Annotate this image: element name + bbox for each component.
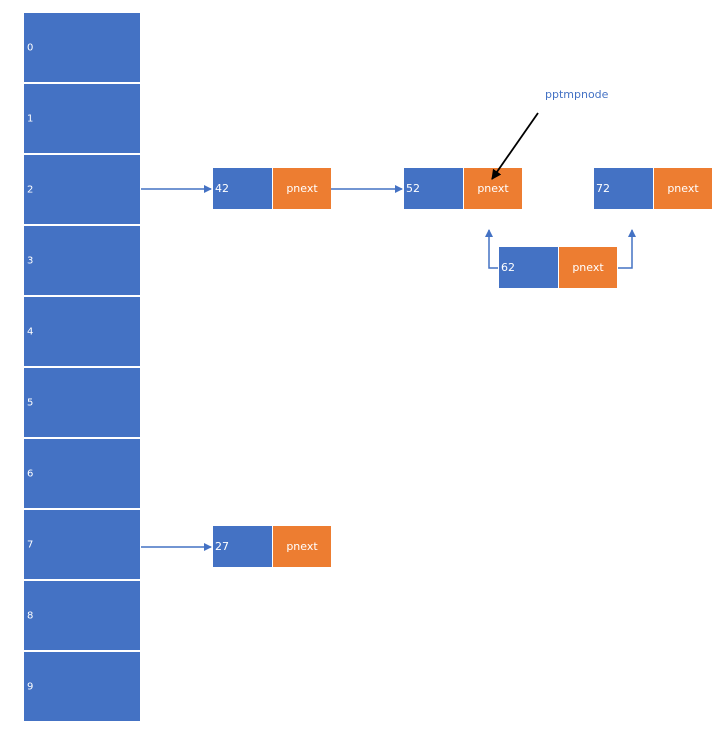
node-value: 72 [594,168,654,209]
node-52: 52 pnext [403,167,523,210]
node-value: 27 [213,526,273,567]
bucket-6: 6 [23,438,141,509]
node-value: 62 [499,247,559,288]
bucket-7: 7 [23,509,141,580]
node-value: 42 [213,168,273,209]
bucket-5: 5 [23,367,141,438]
bucket-index: 9 [27,681,34,692]
bucket-0: 0 [23,12,141,83]
node-pointer: pnext [654,168,712,209]
bucket-2: 2 [23,154,141,225]
node-pointer: pnext [559,247,617,288]
bucket-index: 0 [27,42,34,53]
bucket-1: 1 [23,83,141,154]
bucket-index: 2 [27,184,34,195]
node-42: 42 pnext [212,167,332,210]
bucket-9: 9 [23,651,141,722]
bucket-index: 6 [27,468,34,479]
arrow-node62-to-node72 [618,229,636,269]
bucket-index: 5 [27,397,34,408]
node-pointer: pnext [273,526,331,567]
pptmpnode-arrow [491,112,539,180]
bucket-index: 3 [27,255,34,266]
bucket-8: 8 [23,580,141,651]
bucket-3: 3 [23,225,141,296]
bucket-index: 4 [27,326,34,337]
node-62: 62 pnext [498,246,618,289]
bucket-index: 8 [27,610,34,621]
node-72: 72 pnext [593,167,713,210]
pptmpnode-label: pptmpnode [545,88,609,101]
node-pointer: pnext [273,168,331,209]
bucket-4: 4 [23,296,141,367]
arrow-node62-to-node52 [485,229,498,269]
bucket-index: 1 [27,113,34,124]
bucket-index: 7 [27,539,34,550]
node-value: 52 [404,168,464,209]
node-27: 27 pnext [212,525,332,568]
